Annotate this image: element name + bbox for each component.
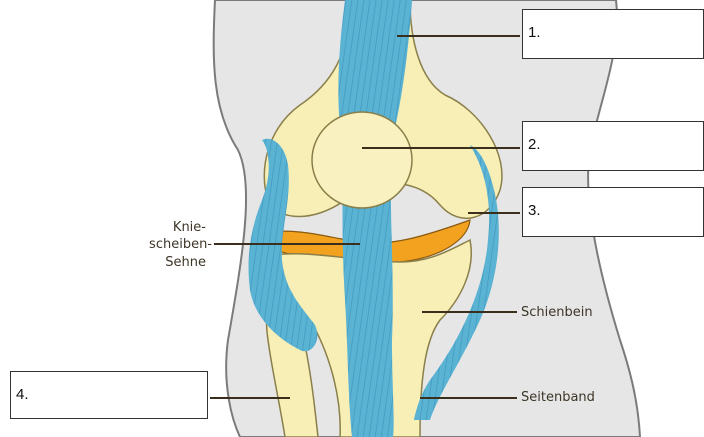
label-schienbein: Schienbein bbox=[521, 305, 593, 320]
label-seitenband: Seitenband bbox=[521, 390, 595, 405]
patella bbox=[312, 112, 412, 208]
answer-box-3[interactable]: 3. bbox=[522, 187, 704, 237]
answer-box-2[interactable]: 2. bbox=[522, 121, 704, 171]
answer-box-4[interactable]: 4. bbox=[10, 371, 208, 419]
label-sehne: Sehne bbox=[165, 255, 206, 270]
answer-box-1[interactable]: 1. bbox=[522, 9, 704, 59]
label-knie: Knie- bbox=[173, 220, 206, 235]
label-scheiben: scheiben- bbox=[149, 237, 212, 252]
